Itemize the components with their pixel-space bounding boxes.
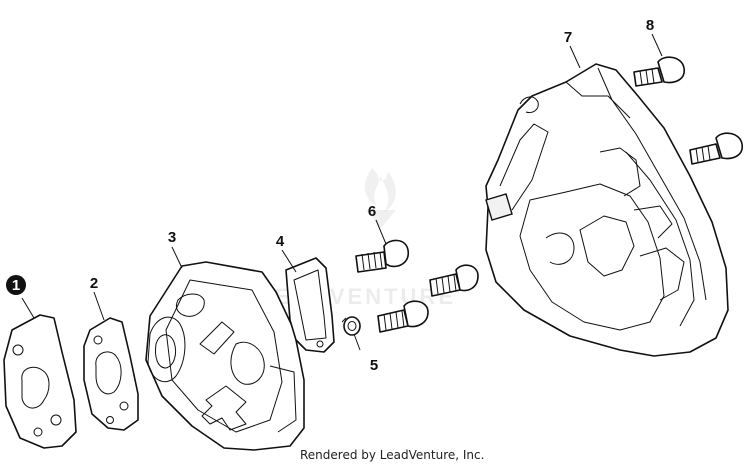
callout-5[interactable]: 5 <box>370 357 378 374</box>
callout-4[interactable]: 4 <box>276 233 285 250</box>
part-6-screw-lower[interactable] <box>377 300 429 333</box>
part-8-screw-side[interactable] <box>689 132 743 165</box>
callout-1[interactable]: 1 <box>6 275 26 295</box>
callout-number: 1 <box>12 277 20 294</box>
callout-leaders <box>21 33 663 351</box>
part-4-plate[interactable] <box>285 257 335 353</box>
callout-8[interactable]: 8 <box>646 17 654 34</box>
part-5-washer[interactable] <box>341 316 361 336</box>
leadventure-flame-logo <box>364 168 396 212</box>
part-6-screw-middle[interactable] <box>429 264 479 297</box>
callout-number: 2 <box>90 275 98 292</box>
callout-3[interactable]: 3 <box>168 229 176 246</box>
render-credit: Rendered by LeadVenture, Inc. <box>300 448 485 462</box>
callout-6[interactable]: 6 <box>368 203 376 220</box>
callout-number: 4 <box>276 233 285 250</box>
callout-2[interactable]: 2 <box>90 275 98 292</box>
callout-number: 6 <box>368 203 376 220</box>
part-6-screw-upper[interactable] <box>355 239 410 273</box>
part-1-gasket[interactable] <box>3 314 77 449</box>
callout-number: 8 <box>646 17 654 34</box>
callout-number: 3 <box>168 229 176 246</box>
callout-number: 5 <box>370 357 378 374</box>
callout-7[interactable]: 7 <box>564 29 572 46</box>
part-8-screw-top[interactable] <box>633 56 685 87</box>
part-3-muffler-body[interactable] <box>145 261 305 451</box>
part-7-cover[interactable] <box>485 63 729 357</box>
callout-number: 7 <box>564 29 572 46</box>
part-2-gasket[interactable] <box>83 317 139 431</box>
